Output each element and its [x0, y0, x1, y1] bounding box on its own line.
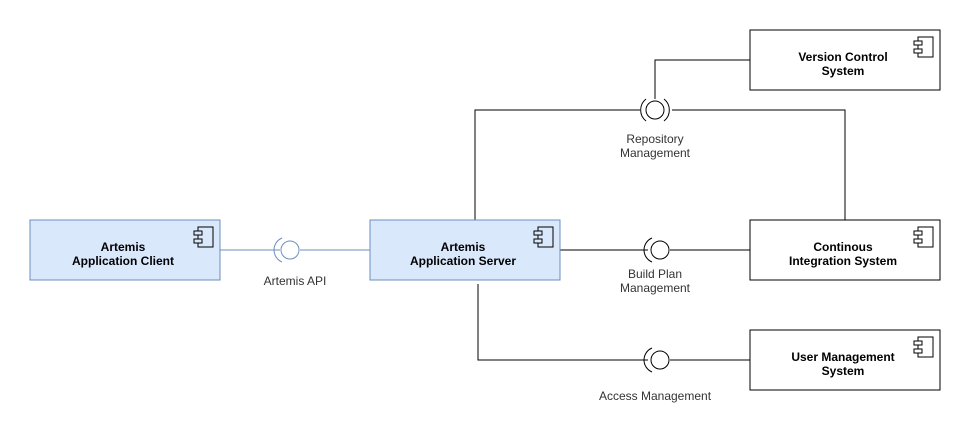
interface-socket: [643, 237, 653, 263]
component-label-line-1: User Management: [791, 350, 894, 364]
component-label-line-1: Version Control: [798, 50, 887, 64]
component-application-client[interactable]: Artemis Application Client: [29, 219, 221, 281]
component-label-line-2: System: [822, 64, 865, 78]
connector-server-access: [477, 284, 648, 361]
label-line-2: Management: [620, 281, 691, 295]
component-label-line-1: Artemis: [441, 240, 486, 254]
interface-socket: [273, 237, 283, 263]
component-box: [749, 219, 941, 281]
interface-ball: [645, 100, 665, 120]
component-label-line-1: Artemis: [101, 240, 146, 254]
interface-socket: [643, 347, 653, 373]
interface-label-repository-management: Repository Management: [620, 132, 691, 160]
interface-ball: [280, 240, 300, 260]
connectors: [220, 59, 846, 361]
interface-ball: [650, 350, 670, 370]
component-continuous-integration-system[interactable]: Continous Integration System: [749, 219, 941, 281]
interface-socket: [663, 98, 670, 122]
interface-build-plan-management: [643, 237, 670, 263]
component-label-line-2: Application Server: [410, 254, 516, 268]
interface-artemis-api: [273, 237, 300, 263]
component-user-management-system[interactable]: User Management System: [749, 329, 941, 391]
connector-repo-vcs: [654, 59, 750, 99]
connector-repo-ci: [672, 109, 846, 220]
interface-label-artemis-api: Artemis API: [264, 274, 327, 288]
component-icon: [193, 226, 214, 248]
label-line-2: Management: [620, 146, 691, 160]
component-label-line-1: Continous: [813, 240, 873, 254]
interface-access-management: [643, 347, 670, 373]
component-version-control-system[interactable]: Version Control System: [749, 29, 941, 91]
component-label-line-2: Integration System: [789, 254, 897, 268]
component-box: [369, 219, 561, 281]
component-icon: [913, 36, 934, 58]
label-line-1: Build Plan: [628, 267, 682, 281]
interface-label-access-management: Access Management: [599, 389, 712, 403]
label-line-1: Repository: [626, 132, 683, 146]
component-box: [749, 29, 941, 91]
component-icon: [533, 226, 554, 248]
component-label-line-2: System: [822, 364, 865, 378]
interface-ball: [650, 240, 670, 260]
interface-repository-management: [640, 98, 670, 122]
interface-socket: [640, 98, 647, 122]
component-box: [29, 219, 221, 281]
component-label-line-2: Application Client: [72, 254, 174, 268]
interface-label-build-plan-management: Build Plan Management: [620, 267, 691, 295]
connector-server-repo: [474, 109, 640, 220]
component-box: [749, 329, 941, 391]
component-icon: [913, 226, 934, 248]
component-icon: [913, 336, 934, 358]
component-application-server[interactable]: Artemis Application Server: [369, 219, 561, 281]
